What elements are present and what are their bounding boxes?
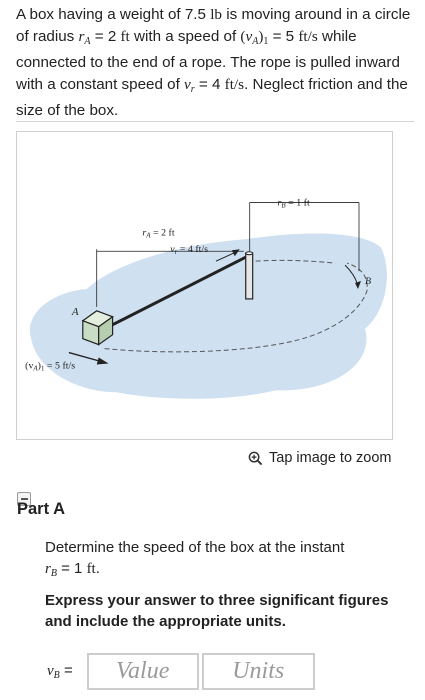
problem-statement: A box having a weight of 7.5 lb is movin… (16, 4, 414, 122)
problem-text-2: is moving around in a circle of radius (16, 6, 411, 45)
center-post (245, 252, 254, 300)
weight-unit: lb (210, 6, 223, 23)
question-text-3: . (95, 560, 100, 577)
vr-arrowhead (231, 249, 240, 257)
rB-label: rB = 1 ft (278, 198, 310, 210)
rB-subscript: B (50, 568, 57, 579)
rA-subscript: A (84, 35, 91, 47)
vA-subscript: A (252, 35, 259, 47)
tap-to-zoom[interactable]: Tap image to zoom (248, 448, 392, 468)
vr-label: vr = 4 ft/s (170, 244, 208, 256)
vA-close-paren: ) (258, 27, 264, 45)
center-post-top (245, 251, 254, 256)
vr-symbol: v (184, 75, 191, 93)
circle-shadow (29, 233, 387, 399)
point-b-arrow (344, 264, 358, 284)
part-title: Part A (17, 500, 65, 518)
question-unit: ft (86, 561, 96, 577)
value-input[interactable]: Value (86, 652, 199, 690)
problem-text-1: A box having a weight of 7.5 (16, 6, 211, 23)
section-divider (16, 121, 414, 122)
minus-icon (20, 498, 28, 500)
problem-text-8: . Neglect friction and the size of the b… (16, 75, 408, 120)
problem-text-7: = 4 (194, 75, 225, 93)
vA-label: (vA)1 = 5 ft/s (25, 360, 75, 372)
question-text-2: = 1 (56, 560, 87, 577)
box-side (98, 315, 114, 346)
answer-row: vB = Value Units (47, 652, 315, 690)
vA-open-paren: ( (240, 27, 246, 45)
problem-text-5: = 5 (268, 27, 299, 45)
rA-unit: ft (120, 27, 130, 45)
answer-instruction: Express your answer to three significant… (45, 592, 389, 630)
vA-arrowhead (96, 357, 109, 365)
answer-label: vB = (47, 662, 73, 681)
dashed-inner-path (255, 259, 336, 264)
point-b-label: B (365, 276, 371, 287)
vA-unit: ft/s (298, 27, 318, 45)
rope-line (107, 255, 247, 329)
units-input[interactable]: Units (201, 652, 315, 690)
problem-text-3: = 2 (90, 27, 121, 45)
point-b-arrowhead (355, 281, 361, 289)
collapse-part-button[interactable] (17, 492, 31, 506)
dashed-circle-path (104, 262, 368, 353)
figure-drawing: rB = 1 ft rA = 2 ft vr = 4 ft/s A B (vA)… (25, 198, 387, 399)
zoom-in-icon (248, 451, 263, 465)
tap-to-zoom-label: Tap image to zoom (269, 450, 392, 466)
vr-subscript: r (190, 83, 195, 95)
answer-var-subscript: B (53, 669, 60, 681)
question-text-1: Determine the speed of the box at the in… (45, 539, 345, 556)
problem-figure[interactable]: rB = 1 ft rA = 2 ft vr = 4 ft/s A B (vA)… (16, 131, 393, 440)
vA-symbol: v (245, 27, 253, 45)
point-a-label: A (71, 306, 79, 318)
problem-text-6: while connected to the end of a rope. Th… (16, 27, 400, 93)
rB-symbol: r (45, 561, 51, 577)
problem-text-4: with a speed of (129, 27, 241, 45)
rA-label: rA = 2 ft (142, 227, 174, 239)
part-question: Determine the speed of the box at the in… (45, 537, 405, 584)
answer-equals: = (59, 661, 73, 679)
rA-symbol: r (78, 27, 85, 45)
vA-subscript-1: 1 (263, 35, 269, 47)
answer-var-symbol: v (47, 662, 54, 679)
vr-unit: ft/s (224, 75, 245, 93)
